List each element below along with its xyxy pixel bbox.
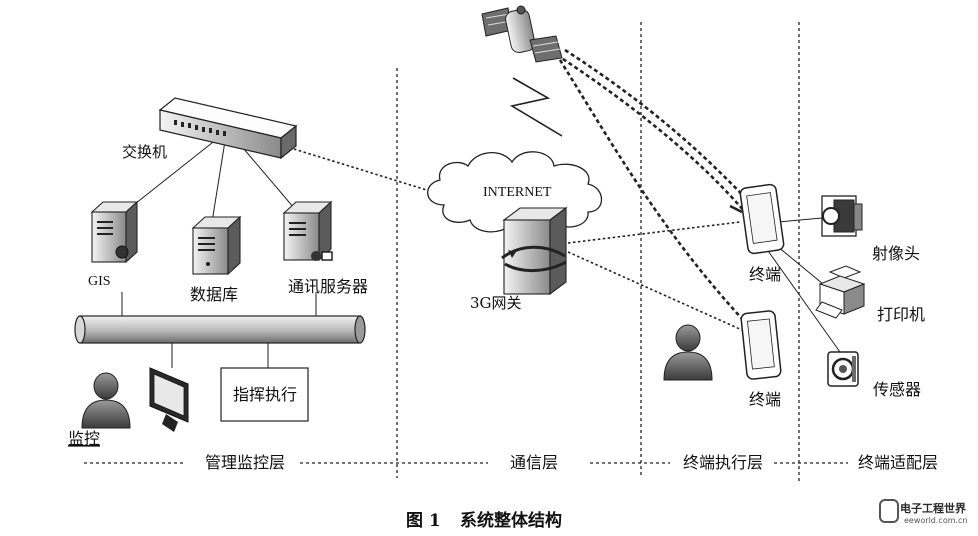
link-satellite-terminal-bottom bbox=[558, 59, 746, 323]
monitor-label: 监控 bbox=[68, 429, 100, 448]
terminal-top-icon bbox=[729, 183, 785, 255]
sensor-icon bbox=[827, 351, 859, 387]
link-terminal-sensor bbox=[755, 233, 841, 353]
database-label: 数据库 bbox=[190, 285, 238, 304]
switch-label: 交换机 bbox=[122, 143, 167, 161]
operator-person-icon bbox=[663, 324, 713, 381]
camera-label: 射像头 bbox=[872, 244, 920, 263]
link-satellite-terminal-top bbox=[556, 53, 746, 213]
watermark-logo: 电子工程世界 eeworld.com.cn bbox=[879, 499, 968, 525]
camera-icon bbox=[821, 195, 863, 237]
command-exec-box bbox=[220, 367, 309, 422]
database-server-icon bbox=[191, 215, 242, 276]
watermark-url: eeworld.com.cn bbox=[904, 516, 968, 525]
comm-server-icon bbox=[282, 200, 333, 262]
layer-management-label: 管理监控层 bbox=[205, 453, 285, 472]
link-gateway-terminal-top bbox=[567, 221, 741, 244]
gis-label: GIS bbox=[88, 274, 111, 289]
internet-label: INTERNET bbox=[483, 185, 552, 200]
gateway-label: 3G网关 bbox=[470, 294, 522, 312]
terminal-top-label: 终端 bbox=[749, 265, 781, 284]
layer-communication-label: 通信层 bbox=[510, 453, 558, 472]
link-switch-database bbox=[211, 134, 227, 223]
layer-terminal-exec-label: 终端执行层 bbox=[683, 453, 763, 472]
gis-server-icon bbox=[90, 200, 139, 264]
satellite-icon bbox=[481, 5, 563, 63]
link-satellite-terminal-top-2 bbox=[564, 48, 753, 206]
command-exec-label: 指挥执行 bbox=[233, 385, 297, 404]
printer-label: 打印机 bbox=[877, 305, 925, 324]
link-gateway-terminal-bottom bbox=[567, 251, 743, 331]
network-bus bbox=[74, 315, 366, 344]
layer-terminal-adapt-label: 终端适配层 bbox=[858, 453, 938, 472]
comm-server-label: 通讯服务器 bbox=[288, 277, 368, 296]
gateway-icon bbox=[501, 206, 568, 296]
printer-icon bbox=[815, 265, 866, 319]
person-icon bbox=[81, 372, 131, 429]
terminal-bottom-icon bbox=[740, 310, 782, 380]
wireless-signal-icon bbox=[509, 77, 563, 137]
watermark-name: 电子工程世界 bbox=[900, 501, 966, 515]
switch-icon bbox=[158, 97, 298, 160]
terminal-bottom-label: 终端 bbox=[749, 390, 781, 409]
link-terminal-camera bbox=[777, 217, 823, 223]
display-screen-icon bbox=[149, 367, 189, 432]
figure-title: 系统整体结构 bbox=[460, 510, 562, 531]
sensor-label: 传感器 bbox=[873, 380, 921, 399]
figure-number: 图 1 bbox=[406, 511, 441, 531]
